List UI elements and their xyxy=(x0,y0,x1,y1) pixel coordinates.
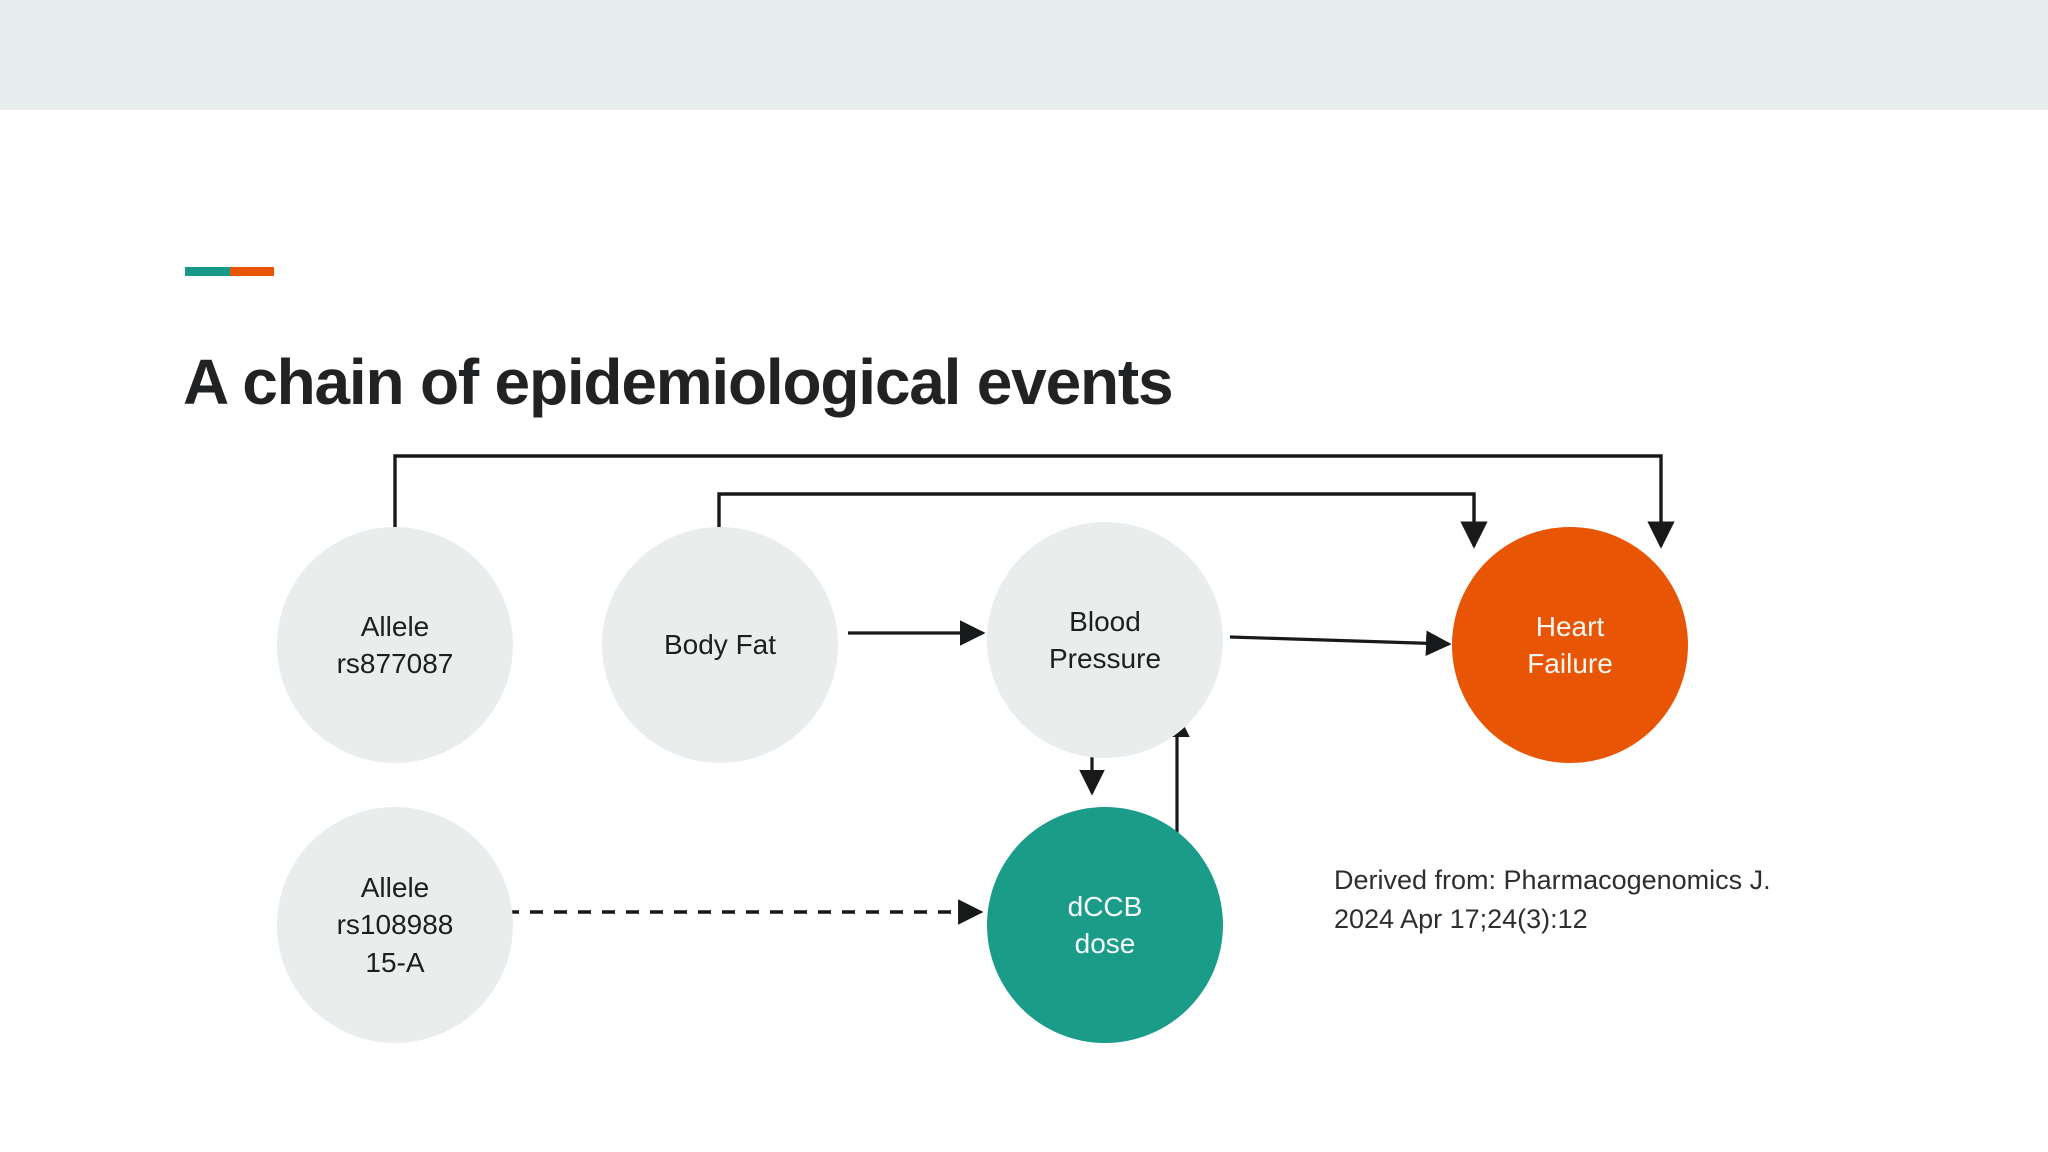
node-label: Allele rs877087 xyxy=(336,610,454,679)
edge-allele-rs877087-to-heart-failure xyxy=(393,454,1675,549)
source-attribution: Derived from: Pharmacogenomics J. 2024 A… xyxy=(1334,865,1771,934)
node-allele-rs877087[interactable]: Allele rs877087 xyxy=(277,527,513,763)
node-dccb-dose[interactable]: dCCB dose xyxy=(987,807,1223,1043)
edge-body-fat-to-heart-failure xyxy=(717,492,1488,549)
accent-bar-left-segment xyxy=(185,267,230,276)
top-decorative-band xyxy=(0,0,2048,110)
accent-bar-right-segment xyxy=(230,267,274,276)
node-label: Blood Pressure xyxy=(1048,605,1162,674)
node-label: Body Fat xyxy=(663,629,777,661)
node-label: Allele rs108988 15-A xyxy=(336,872,454,978)
node-heart-failure[interactable]: Heart Failure xyxy=(1452,527,1688,763)
node-body-fat[interactable]: Body Fat xyxy=(602,527,838,763)
page-title: A chain of epidemiological events xyxy=(183,345,1174,418)
node-label: Heart Failure xyxy=(1527,610,1613,679)
node-label: dCCB dose xyxy=(1067,890,1143,959)
node-blood-pressure[interactable]: Blood Pressure xyxy=(987,522,1223,758)
accent-bar xyxy=(185,267,274,276)
edge-blood-pressure-to-heart-failure xyxy=(1229,630,1452,657)
node-allele-rs10898815a[interactable]: Allele rs108988 15-A xyxy=(277,807,513,1043)
